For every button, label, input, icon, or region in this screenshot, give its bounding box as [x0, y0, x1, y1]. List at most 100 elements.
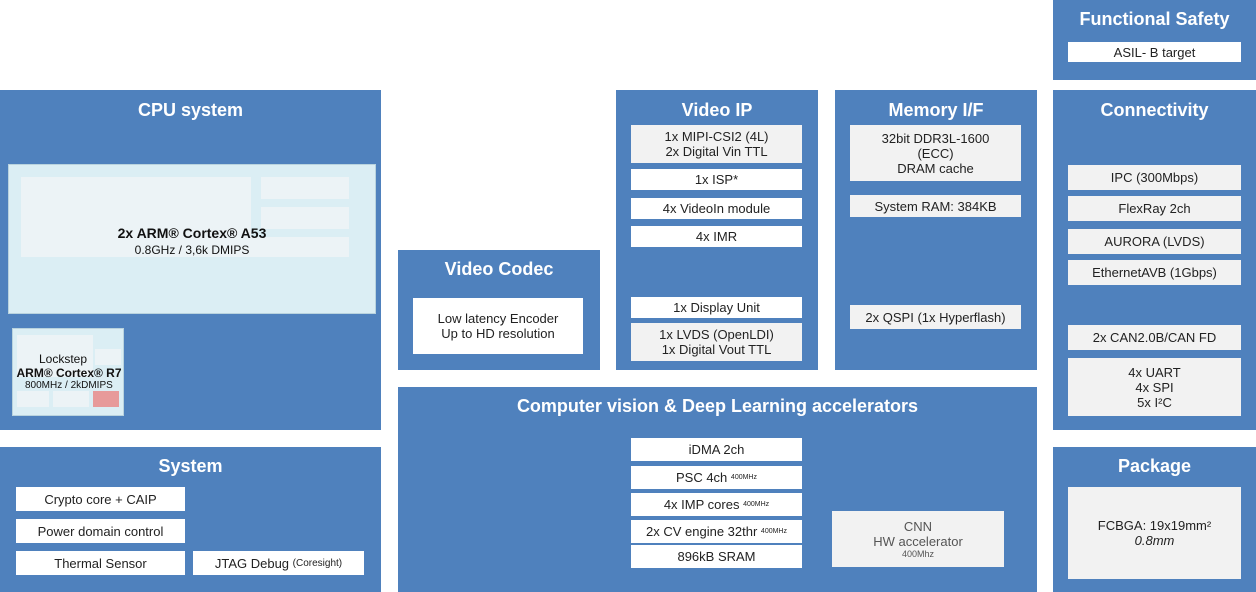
asil-text: ASIL- B target [1113, 44, 1196, 60]
i2c-text: 5x I²C [1137, 394, 1172, 410]
package-panel: Package FCBGA: 19x19mm² 0.8mm [1053, 447, 1256, 592]
power-domain-box: Power domain control [16, 519, 185, 543]
sram-text: 896kB SRAM [677, 549, 756, 564]
isp-text: 1x ISP* [694, 172, 739, 187]
package-line-1: FCBGA: 19x19mm² [1097, 518, 1212, 533]
memory-if-title: Memory I/F [888, 100, 984, 120]
package-box: FCBGA: 19x19mm² 0.8mm [1068, 487, 1241, 579]
imr-box: 4x IMR [631, 226, 802, 247]
connectivity-title: Connectivity [1100, 100, 1209, 120]
mipi-csi2-box: 1x MIPI-CSI2 (4L) 2x Digital Vin TTL [631, 125, 802, 163]
power-domain-text: Power domain control [37, 523, 164, 539]
video-codec-title: Video Codec [444, 259, 554, 279]
connectivity-panel: Connectivity IPC (300Mbps) FlexRay 2ch A… [1053, 90, 1256, 430]
jtag-text: JTAG Debug [214, 555, 290, 571]
ddr-line-2: (ECC) [917, 145, 954, 161]
psc-box: PSC 4ch 400MHz [631, 466, 802, 489]
cnn-line-2: HW accelerator [873, 533, 963, 549]
video-ip-panel: Video IP 1x MIPI-CSI2 (4L) 2x Digital Vi… [616, 90, 818, 370]
cnn-freq: 400Mhz [901, 548, 935, 559]
crypto-box: Crypto core + CAIP [16, 487, 185, 511]
ethernet-avb-box: EthernetAVB (1Gbps) [1068, 260, 1241, 285]
psc-text: PSC 4ch [675, 470, 728, 485]
r7-name: ARM® Cortex® R7 [16, 366, 122, 380]
system-panel: System Crypto core + CAIP Power domain c… [0, 447, 381, 592]
ddr-box: 32bit DDR3L-1600 (ECC) DRAM cache [850, 125, 1021, 181]
video-codec-panel: Video Codec Low latency Encoder Up to HD… [398, 250, 600, 370]
display-unit-text: 1x Display Unit [673, 300, 760, 315]
r7-core-placeholder [17, 335, 93, 377]
r7-accent [93, 391, 119, 407]
lvds-box: 1x LVDS (OpenLDI) 1x Digital Vout TTL [631, 323, 802, 361]
cnn-box: CNN HW accelerator 400Mhz [832, 511, 1004, 567]
display-unit-box: 1x Display Unit [631, 297, 802, 318]
video-ip-title: Video IP [681, 100, 753, 120]
package-title: Package [1117, 456, 1192, 476]
r7-l1-data-placeholder [17, 391, 49, 407]
aurora-text: AURORA (LVDS) [1104, 234, 1205, 249]
video-codec-line-1: Low latency Encoder [437, 311, 559, 326]
mipi-csi2-line-2: 2x Digital Vin TTL [665, 144, 768, 159]
flexray-box: FlexRay 2ch [1068, 196, 1241, 221]
videoin-text: 4x VideoIn module [662, 201, 771, 216]
ethernet-avb-text: EthernetAVB (1Gbps) [1092, 265, 1217, 280]
ipc-box: IPC (300Mbps) [1068, 165, 1241, 190]
idma-box: iDMA 2ch [631, 438, 802, 461]
cpu-system-title: CPU system [137, 100, 244, 120]
thermal-sensor-text: Thermal Sensor [54, 555, 147, 571]
a53-name: 2x ARM® Cortex® A53 [117, 225, 267, 241]
a53-fpu-placeholder [261, 207, 349, 229]
r7-l1-inst-placeholder [53, 391, 89, 407]
ddr-line-3: DRAM cache [897, 160, 974, 176]
functional-safety-panel: Functional Safety ASIL- B target [1053, 0, 1256, 80]
r7-spec: 800MHz / 2kDMIPS [25, 380, 113, 391]
cv-engine-freq: 400MHz [760, 528, 787, 535]
lvds-line-1: 1x LVDS (OpenLDI) [659, 327, 774, 342]
isp-box: 1x ISP* [631, 169, 802, 190]
crypto-text: Crypto core + CAIP [44, 491, 157, 507]
system-title: System [158, 456, 223, 476]
idma-text: iDMA 2ch [688, 442, 745, 457]
ddr-line-1: 32bit DDR3L-1600 [881, 130, 990, 146]
qspi-box: 2x QSPI (1x Hyperflash) [850, 305, 1021, 329]
imp-cores-freq: 400MHz [743, 501, 770, 508]
aurora-box: AURORA (LVDS) [1068, 229, 1241, 254]
memory-if-panel: Memory I/F 32bit DDR3L-1600 (ECC) DRAM c… [835, 90, 1037, 370]
video-codec-line-2: Up to HD resolution [441, 326, 555, 341]
imp-cores-box: 4x IMP cores 400MHz [631, 493, 802, 516]
a53-spec: 0.8GHz / 3,6k DMIPS [134, 243, 250, 257]
imr-text: 4x IMR [695, 229, 738, 244]
jtag-box: JTAG Debug (Coresight) [193, 551, 364, 575]
a53-core-placeholder [21, 177, 251, 237]
jtag-sub-text: (Coresight) [292, 557, 343, 569]
flexray-text: FlexRay 2ch [1118, 201, 1191, 216]
cpu-system-panel: CPU system 2x ARM® Cortex® A53 0.8GHz / … [0, 90, 381, 430]
sram-box: 896kB SRAM [631, 545, 802, 568]
lvds-line-2: 1x Digital Vout TTL [661, 342, 772, 357]
system-ram-box: System RAM: 384KB [850, 195, 1021, 217]
asil-box: ASIL- B target [1068, 42, 1241, 62]
a53-neon-placeholder [261, 177, 349, 199]
cv-dl-title: Computer vision & Deep Learning accelera… [516, 396, 919, 416]
r7-fpu-placeholder [95, 349, 121, 365]
can-box: 2x CAN2.0B/CAN FD [1068, 325, 1241, 350]
psc-freq: 400MHz [730, 474, 757, 481]
cnn-line-1: CNN [903, 518, 933, 534]
spi-text: 4x SPI [1135, 379, 1174, 395]
can-text: 2x CAN2.0B/CAN FD [1092, 330, 1217, 345]
uart-text: 4x UART [1128, 364, 1181, 380]
a53-cluster: 2x ARM® Cortex® A53 0.8GHz / 3,6k DMIPS [8, 164, 376, 314]
thermal-sensor-box: Thermal Sensor [16, 551, 185, 575]
a53-cache-placeholder [21, 237, 349, 257]
cv-dl-panel: Computer vision & Deep Learning accelera… [398, 387, 1037, 592]
qspi-text: 2x QSPI (1x Hyperflash) [865, 309, 1006, 325]
cv-engine-text: 2x CV engine 32thr [646, 524, 758, 539]
video-codec-box: Low latency Encoder Up to HD resolution [413, 298, 583, 354]
functional-safety-title: Functional Safety [1079, 9, 1230, 29]
videoin-box: 4x VideoIn module [631, 198, 802, 219]
package-line-2: 0.8mm [1134, 533, 1175, 548]
cv-engine-box: 2x CV engine 32thr 400MHz [631, 520, 802, 543]
ipc-text: IPC (300Mbps) [1110, 170, 1199, 185]
imp-cores-text: 4x IMP cores [663, 497, 740, 512]
system-ram-text: System RAM: 384KB [874, 198, 997, 214]
